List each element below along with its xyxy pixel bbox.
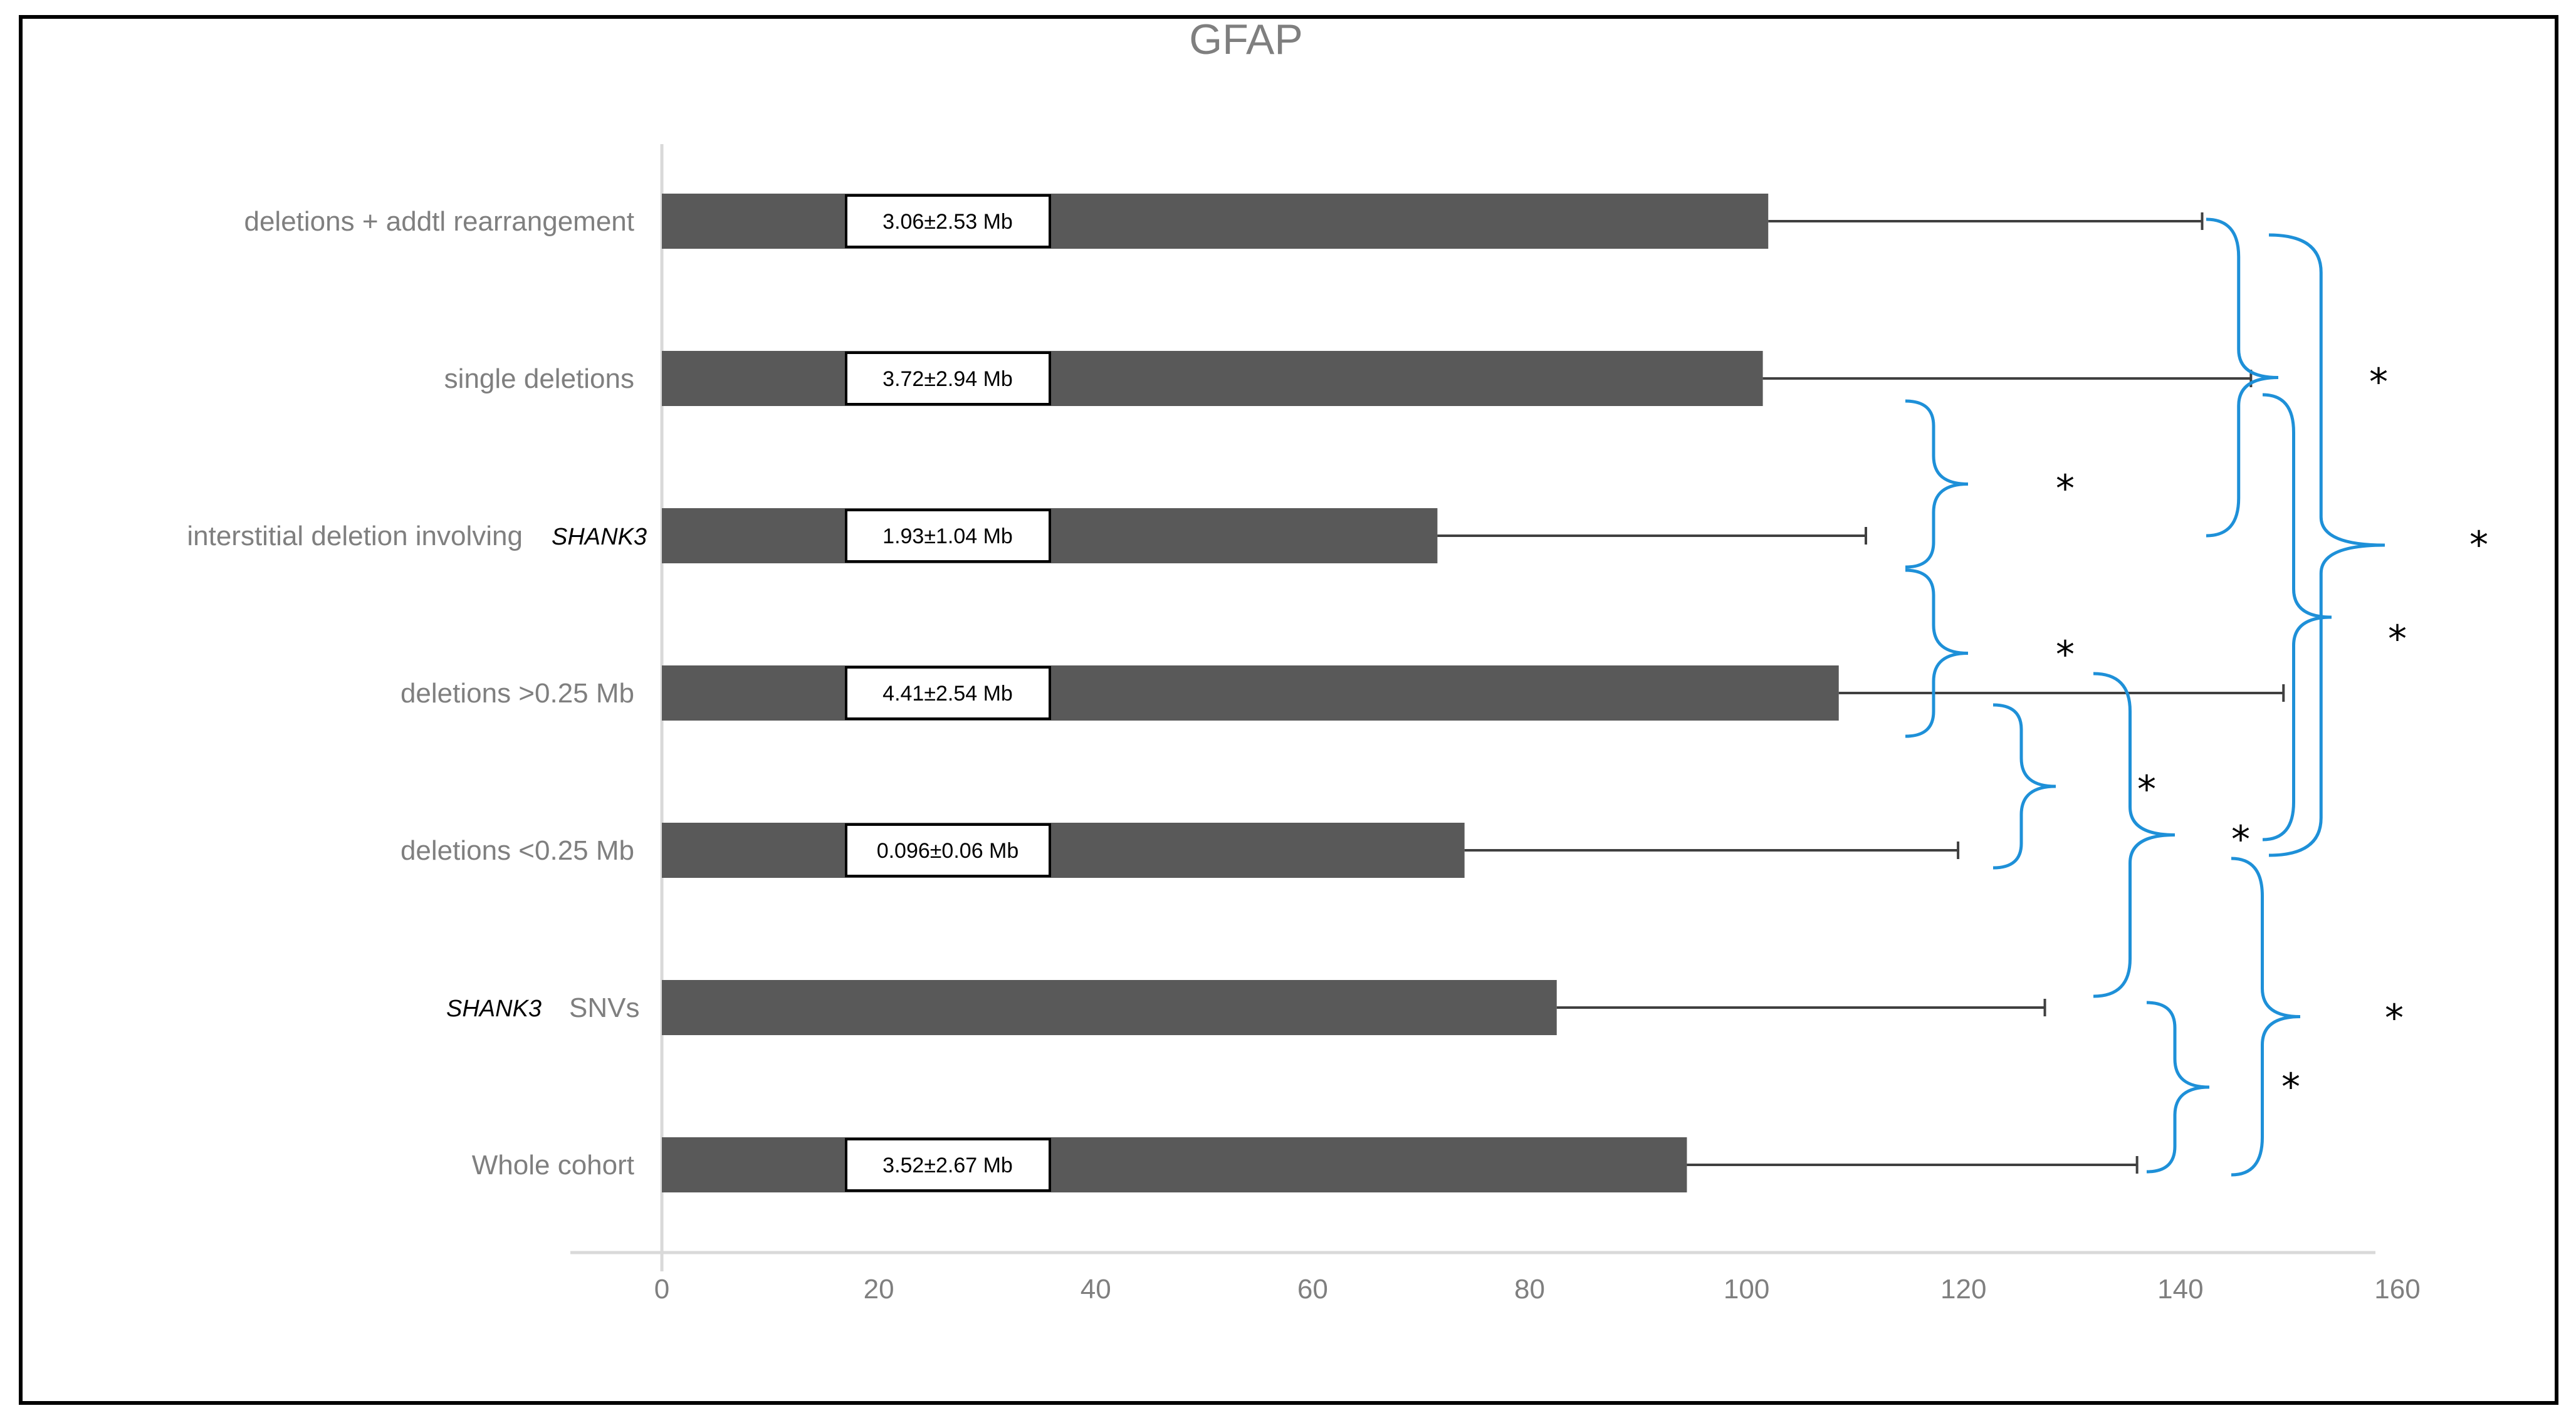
category-label: deletions + addtl rearrangement [244, 206, 634, 237]
bar-layer: 3.06±2.53 Mb 3.72±2.94 Mb 1.93±1.04 Mb 4.41… [662, 194, 2285, 1192]
data-label: 4.41±2.54 Mb [882, 682, 1013, 706]
significance-bracket [2231, 857, 2301, 1177]
bar [662, 194, 1769, 249]
significance-star: * [2369, 360, 2388, 404]
category-label: Whole cohort [472, 1150, 634, 1181]
significance-star: * [2385, 996, 2404, 1040]
chart-frame [19, 15, 2558, 1405]
x-tick-label: 140 [2157, 1274, 2203, 1305]
data-label-box [845, 509, 1051, 563]
bar [662, 823, 1465, 878]
x-tick-label: 160 [2374, 1274, 2420, 1305]
bar [662, 665, 1839, 721]
significance-bracket [1905, 568, 1969, 738]
data-label-box [845, 666, 1051, 720]
data-label-box [845, 823, 1051, 877]
category-label: deletions <0.25 Mb [401, 835, 634, 866]
significance-layer: * * * * * * * * * [1905, 217, 2488, 1177]
significance-star: * [2137, 768, 2156, 811]
significance-bracket [2262, 393, 2332, 842]
bar [662, 351, 1763, 406]
significance-star: * [2056, 467, 2075, 511]
x-tick-label: 20 [864, 1274, 894, 1305]
data-label: 0.096±0.06 Mb [877, 839, 1019, 863]
data-label-box [845, 352, 1051, 405]
x-tick-label: 40 [1081, 1274, 1111, 1305]
significance-bracket [2268, 233, 2385, 857]
significance-bracket [2146, 1001, 2210, 1174]
x-tick-label: 0 [654, 1274, 669, 1305]
significance-bracket [1992, 703, 2056, 870]
data-label: 3.06±2.53 Mb [882, 210, 1013, 234]
x-tick-label: 100 [1724, 1274, 1769, 1305]
chart-title: GFAP [1189, 16, 1302, 63]
data-label-box [845, 1138, 1051, 1192]
category-label: interstitial deletion involving [187, 521, 523, 551]
significance-star: * [2231, 818, 2250, 862]
significance-star: * [2281, 1065, 2300, 1109]
significance-star: * [2469, 523, 2488, 567]
data-label-box [845, 194, 1051, 248]
axis-layer: 0 20 40 60 80 100 120 140 160 deletions + addtl r… [187, 144, 2421, 1305]
category-label-italic: SHANK3 [552, 524, 647, 550]
category-label-italic: SHANK3 [446, 996, 542, 1022]
data-label: 1.93±1.04 Mb [882, 524, 1013, 548]
bar [662, 1137, 1687, 1192]
x-tick-label: 120 [1940, 1274, 1986, 1305]
x-tick-label: 80 [1514, 1274, 1545, 1305]
bar [662, 980, 1557, 1035]
data-label: 3.72±2.94 Mb [882, 367, 1013, 391]
category-label: SNVs [569, 993, 639, 1023]
category-label: single deletions [444, 363, 634, 394]
significance-bracket [1905, 399, 1969, 569]
data-label: 3.52±2.67 Mb [882, 1154, 1013, 1177]
significance-star: * [2388, 617, 2407, 661]
significance-bracket [2206, 217, 2279, 538]
significance-star: * [2056, 633, 2075, 677]
significance-bracket [2093, 672, 2175, 998]
x-tick-label: 60 [1297, 1274, 1328, 1305]
category-label: deletions >0.25 Mb [401, 678, 634, 709]
